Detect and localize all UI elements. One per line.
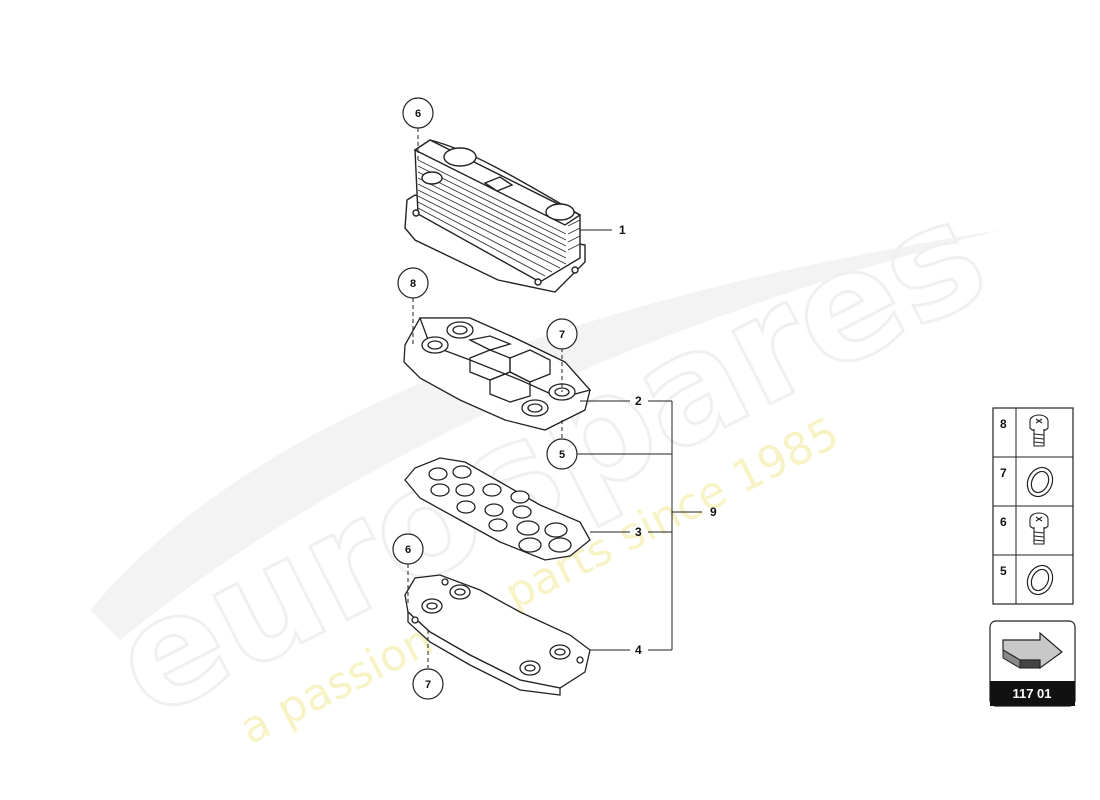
oil-cooler <box>404 139 586 293</box>
part-number-1: 1 <box>619 223 626 237</box>
part-number-4: 4 <box>635 643 642 657</box>
leader-lines <box>407 128 702 668</box>
svg-text:5: 5 <box>559 449 565 461</box>
bolt-icon <box>1029 414 1049 447</box>
legend-number: 7 <box>1000 466 1007 480</box>
legend-number: 6 <box>1000 515 1007 529</box>
legend-number: 5 <box>1000 564 1007 578</box>
part-number-2: 2 <box>635 394 642 408</box>
legend-row: 6 <box>1000 512 1049 545</box>
legend-row: 8 <box>1000 414 1049 447</box>
seal-ring-icon <box>1026 564 1054 596</box>
bolt-icon <box>1029 512 1049 545</box>
reference-code: 117 01 <box>1012 686 1051 701</box>
callout-7-bottom: 7 <box>412 668 444 700</box>
callout-7-mid: 7 <box>546 318 578 350</box>
reference-box: 117 01 <box>989 620 1076 707</box>
fastener-legend: 8 7 6 <box>992 407 1074 605</box>
callout-8: 8 <box>397 267 429 299</box>
seal-ring-icon <box>1026 466 1054 498</box>
callout-5: 5 <box>546 438 578 470</box>
callout-6-low: 6 <box>392 533 424 565</box>
base-plate <box>404 574 591 696</box>
intermediate-housing <box>403 317 592 431</box>
gasket <box>404 457 591 561</box>
svg-text:8: 8 <box>410 278 416 290</box>
svg-text:7: 7 <box>425 679 431 691</box>
svg-text:6: 6 <box>405 544 411 556</box>
part-number-3: 3 <box>635 525 642 539</box>
callout-6-top: 6 <box>402 97 434 129</box>
legend-row: 7 <box>1000 466 1054 498</box>
direction-arrow-icon <box>1002 631 1063 670</box>
svg-text:7: 7 <box>559 329 565 341</box>
svg-text:6: 6 <box>415 108 421 120</box>
legend-row: 5 <box>1000 564 1054 596</box>
legend-number: 8 <box>1000 417 1007 431</box>
part-number-9: 9 <box>710 505 717 519</box>
